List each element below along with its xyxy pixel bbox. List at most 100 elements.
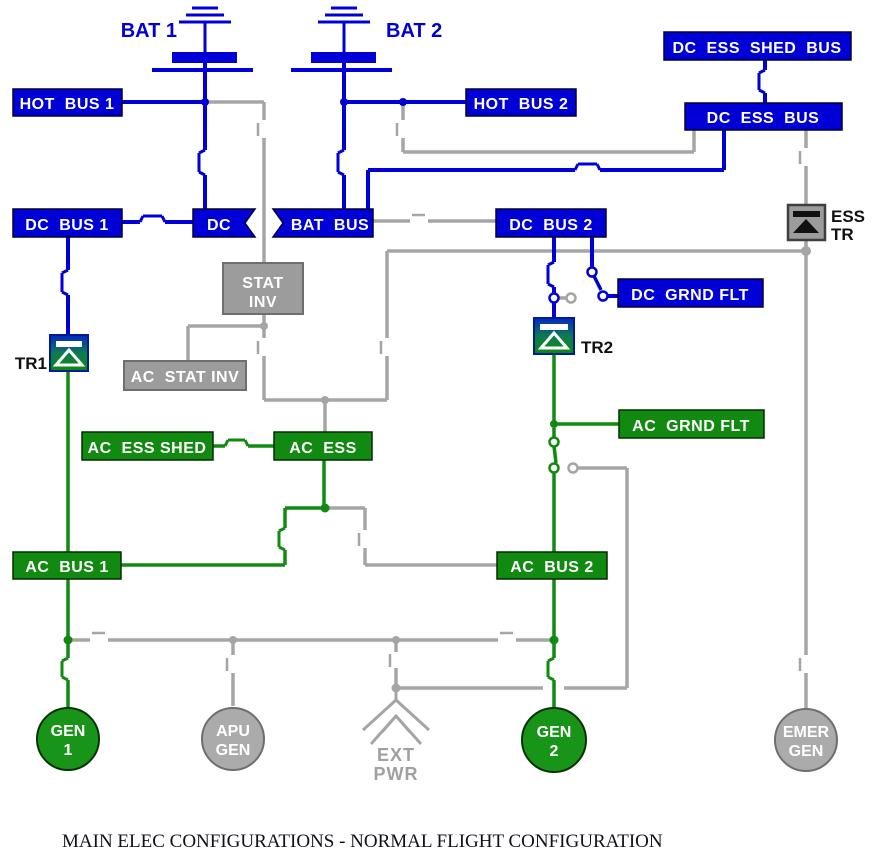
bat1-label: BAT 1 xyxy=(121,20,177,42)
dcess-shed-closed-switch xyxy=(757,68,766,95)
junction-acgrndflt xyxy=(550,420,558,428)
ac-ess-box xyxy=(273,431,373,461)
tr2-label: TR2 xyxy=(581,338,613,357)
ac-stat-inv-box xyxy=(123,360,247,391)
hot-bus-2-box xyxy=(465,88,577,117)
ac-bus-2-label: AC BUS 2 xyxy=(510,559,594,576)
bat1-closed-switch xyxy=(197,148,206,177)
emer-acess-wire xyxy=(325,249,806,402)
gen2-circle xyxy=(521,707,587,773)
acess-shed-closed-switch xyxy=(223,438,250,447)
dcbus1-tr1-closed-switch xyxy=(60,268,69,297)
gray-boxes: STAT INV AC STAT INV ESS TR xyxy=(123,203,865,391)
contact-points xyxy=(548,266,609,474)
bat2-closed-switch xyxy=(336,148,345,177)
bat2-ground-icon xyxy=(318,6,370,52)
inactive-gray-wires xyxy=(72,100,808,745)
bat-bus-label: BAT BUS xyxy=(291,217,369,234)
junction-apu xyxy=(229,636,237,644)
figure-caption: MAIN ELEC CONFIGURATIONS - NORMAL FLIGHT… xyxy=(62,831,663,852)
ext-pwr-label-2: PWR xyxy=(374,764,419,784)
ac-bus-2-box xyxy=(496,551,608,580)
tr1-triangle-icon xyxy=(52,347,86,367)
junction-esstr xyxy=(801,246,811,256)
ac-grndflt-contact-top xyxy=(548,436,560,448)
ext-pwr-icon xyxy=(361,688,431,745)
tr2-triangle-icon xyxy=(537,330,571,350)
ac-bus-1-label: AC BUS 1 xyxy=(25,559,109,576)
ac-ess-label: AC ESS xyxy=(289,440,357,457)
power-sources: GEN 1 APU GEN EXT PWR GEN 2 EMER GEN xyxy=(36,707,838,784)
junction-bat1 xyxy=(201,98,209,106)
bat1-ground-icon xyxy=(179,6,231,52)
emer-gen-circle xyxy=(774,708,838,772)
ac-ess-shed-box xyxy=(81,431,214,461)
dc-bus-1-box xyxy=(12,208,123,238)
gen1-label-2: 1 xyxy=(64,742,73,759)
dc-bus-2-box xyxy=(495,208,607,238)
junction-gen2 xyxy=(549,635,559,645)
bat1-statinv-wire xyxy=(205,100,266,263)
emer-gen-label-1: EMER xyxy=(783,724,830,741)
bat2-dcess-wire xyxy=(401,102,696,154)
ac-bus-boxes: AC ESS SHED AC ESS AC GRND FLT AC BUS 1 … xyxy=(12,409,765,580)
batbus-dcess-wire xyxy=(366,130,726,209)
gen2-label-2: 2 xyxy=(550,743,559,760)
ac-statinv-feed-wire xyxy=(186,324,264,361)
dcbus2-tr2-closed-switch xyxy=(546,260,555,289)
dc-grndflt-contact-bottom xyxy=(597,290,609,302)
acess-acbus2-wire xyxy=(325,506,497,567)
dc-bus-2-label: DC BUS 2 xyxy=(509,217,593,234)
ac-grnd-flt-box xyxy=(618,409,765,439)
bat1-plate xyxy=(172,52,237,63)
bat2-plate xyxy=(311,52,376,63)
ext-alt-contact xyxy=(567,462,579,474)
tr2-bar-icon xyxy=(540,324,568,330)
apu-gen-label-1: APU xyxy=(216,723,250,740)
junction-statinv xyxy=(260,322,268,330)
dcbus1-dc-closed-switch xyxy=(138,214,167,223)
bat2-label: BAT 2 xyxy=(386,20,442,42)
ac-bus-1-box xyxy=(12,551,122,580)
stat-inv-label-2: INV xyxy=(249,294,277,311)
dc-live-wires xyxy=(60,6,767,335)
tr2-dc-alt-contact xyxy=(565,292,577,304)
dc-banner-box xyxy=(192,208,257,238)
junction-gen1 xyxy=(63,635,73,645)
dc-banner-label: DC xyxy=(207,217,231,234)
hot-bus-1-label: HOT BUS 1 xyxy=(20,96,115,113)
ext-pwr-label-1: EXT xyxy=(377,745,415,765)
gen1-closed-switch xyxy=(60,656,69,682)
dc-grnd-flt-box xyxy=(617,278,764,308)
ac-stat-inv-label: AC STAT INV xyxy=(131,369,240,386)
ac-grndflt-contact-bottom xyxy=(548,462,560,474)
ac-ess-shed-label: AC ESS SHED xyxy=(88,440,207,457)
tr1-label: TR1 xyxy=(15,354,47,373)
dc-grndflt-switch-blade xyxy=(592,275,603,291)
junction-ext xyxy=(391,683,401,693)
gen1-circle xyxy=(36,707,100,771)
junction-acess xyxy=(320,503,330,513)
ess-tr-triangle-icon xyxy=(793,219,819,233)
dc-ess-bus-box xyxy=(684,102,843,131)
gen2-closed-switch xyxy=(546,656,555,682)
ac-live-wires xyxy=(60,353,619,708)
junction-dots xyxy=(63,98,811,693)
statinv-acess-wire xyxy=(262,314,325,402)
junction-bat2 xyxy=(340,98,348,106)
gen2-label-1: GEN xyxy=(537,724,572,741)
acess-acbus1-wire xyxy=(121,506,324,567)
apu-gen-circle xyxy=(201,707,265,771)
junction-ext-top xyxy=(392,636,400,644)
stat-inv-label-1: STAT xyxy=(242,275,283,292)
ess-tr-bar-icon xyxy=(793,211,820,217)
hot-bus-1-box xyxy=(12,88,123,117)
ac-grndflt-switch-blade xyxy=(552,445,558,464)
acess-acbus1-closed-switch xyxy=(277,526,286,552)
hot-bus-2-label: HOT BUS 2 xyxy=(474,96,569,113)
junction-hotbus2 xyxy=(399,98,407,106)
ac-grnd-flt-label: AC GRND FLT xyxy=(632,418,750,435)
emer-gen-label-2: GEN xyxy=(789,743,824,760)
